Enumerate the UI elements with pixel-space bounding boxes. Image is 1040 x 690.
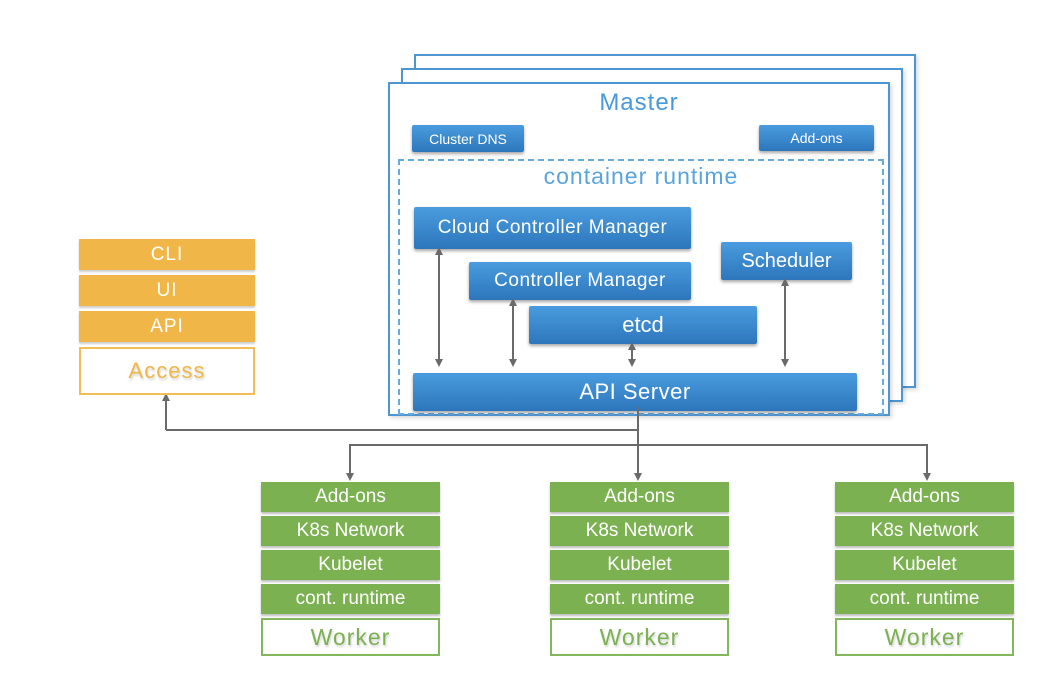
container-runtime-box: container runtime Cloud Controller Manag… [398,159,884,415]
api-server-box: API Server [413,373,857,411]
cluster-dns-box: Cluster DNS [412,125,524,152]
controller-manager-box: Controller Manager [469,262,691,300]
worker-label: Worker [835,618,1014,656]
worker-item-addons: Add-ons [550,482,729,512]
master-title: Master [599,89,679,116]
worker-label: Worker [261,618,440,656]
apiserver-access-line [166,429,638,431]
worker-stack-1: Add-ons K8s Network Kubelet cont. runtim… [261,482,440,656]
access-item-api: API [79,311,255,342]
arrow-controller-manager-apiserver [509,298,517,367]
worker-item-addons: Add-ons [261,482,440,512]
etcd-box: etcd [529,306,757,344]
arrow-scheduler-apiserver [781,278,789,367]
arrow-ccm-apiserver [435,247,443,367]
cloud-controller-manager-box: Cloud Controller Manager [414,207,691,249]
worker-item-kubelet: Kubelet [835,550,1014,580]
worker-item-k8s-network: K8s Network [550,516,729,546]
arrow-etcd-apiserver [628,342,636,367]
access-item-cli: CLI [79,239,255,270]
worker-label: Worker [550,618,729,656]
access-label: Access [79,347,255,395]
apiserver-drop-line [637,407,639,445]
worker-item-k8s-network: K8s Network [835,516,1014,546]
worker-item-cont-runtime: cont. runtime [261,584,440,614]
worker-item-cont-runtime: cont. runtime [835,584,1014,614]
container-runtime-title: container runtime [543,163,739,189]
access-stack: CLI UI API Access [79,239,255,395]
worker-stack-3: Add-ons K8s Network Kubelet cont. runtim… [835,482,1014,656]
arrow-to-worker-2 [634,444,642,481]
scheduler-box: Scheduler [721,242,852,280]
master-addons-box: Add-ons [759,125,874,151]
worker-item-k8s-network: K8s Network [261,516,440,546]
apiserver-workers-line [350,444,928,446]
arrow-to-worker-3 [923,444,931,481]
worker-stack-2: Add-ons K8s Network Kubelet cont. runtim… [550,482,729,656]
worker-item-kubelet: Kubelet [261,550,440,580]
arrow-to-access [162,393,170,430]
worker-item-cont-runtime: cont. runtime [550,584,729,614]
access-item-ui: UI [79,275,255,306]
worker-item-addons: Add-ons [835,482,1014,512]
arrow-to-worker-1 [346,444,354,481]
worker-item-kubelet: Kubelet [550,550,729,580]
master-box: Master Cluster DNS Add-ons container run… [388,82,890,416]
